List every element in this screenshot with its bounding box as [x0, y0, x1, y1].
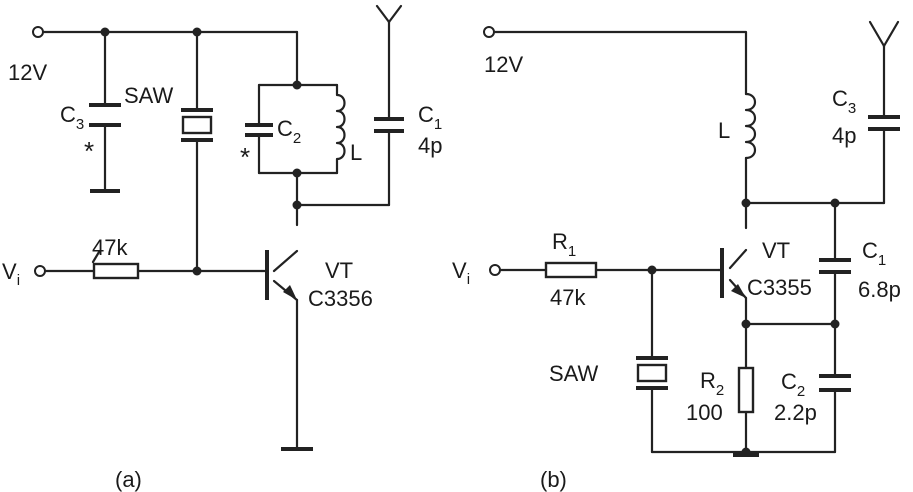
capacitor-c1-a: [374, 117, 404, 133]
caption-a: (a): [115, 467, 142, 492]
transistor-vt-a: [260, 250, 297, 300]
junction-dot: [192, 27, 202, 37]
r1-ref-b: R1: [552, 229, 576, 260]
input-terminal-b: [489, 264, 501, 276]
caption-b: (b): [540, 467, 567, 492]
l-label-b: L: [718, 118, 730, 143]
supply-terminal-b: [483, 26, 495, 38]
vt-label-a: VT: [325, 258, 353, 283]
capacitor-c1-b: [819, 258, 851, 274]
circuit-b: 12V L C3 4p R1 47k Vi VT C3355 C1 6.8p S…: [452, 20, 901, 492]
vi-label-b: Vi: [452, 258, 470, 288]
input-terminal-a: [34, 265, 46, 277]
c1-ref-b: C1: [862, 238, 886, 269]
r-label-a: 47k: [92, 235, 128, 260]
c3-ref-b: C3: [832, 86, 856, 117]
transistor-vt-b: [717, 248, 746, 298]
vi-label-a: Vi: [2, 259, 20, 289]
junction-dot: [830, 319, 840, 329]
resistor-r1-b: [544, 261, 598, 279]
junction-dot: [741, 319, 751, 329]
saw-label-b: SAW: [549, 361, 599, 386]
l-label-a: L: [350, 140, 362, 165]
junction-dot: [647, 265, 657, 275]
resistor-47k-a: [92, 262, 140, 280]
junction-dot: [830, 198, 840, 208]
junction-dot: [192, 266, 202, 276]
resistor-tick: [91, 250, 101, 264]
supply-label-a: 12V: [8, 60, 47, 85]
circuit-a: 12V C3 * SAW C2 * L C1 4p Vi 47k VT C335…: [2, 4, 442, 492]
resistor-r2-b: [737, 366, 755, 414]
c2-ref-a: C2: [277, 116, 301, 147]
c3-mark-a: *: [84, 136, 94, 166]
c1-ref-a: C1: [418, 102, 442, 133]
c3-value-b: 4p: [832, 123, 856, 148]
vt-part-a: C3356: [308, 286, 373, 311]
saw-resonator-b: [636, 356, 668, 390]
circuit-a-wires: [40, 4, 403, 451]
capacitor-c3-b: [868, 115, 900, 131]
junction-dot: [292, 80, 302, 90]
c2-value-b: 2.2p: [774, 400, 817, 425]
inductor-l-a: [335, 83, 346, 175]
c2-ref-b: C2: [781, 369, 805, 400]
c1-value-b: 6.8p: [858, 277, 901, 302]
supply-terminal-a: [32, 26, 44, 38]
saw-label-a: SAW: [124, 83, 174, 108]
capacitor-c3-a: [89, 103, 121, 127]
c3-ref-a: C3: [60, 102, 84, 133]
r2-value-b: 100: [686, 400, 723, 425]
r1-value-b: 47k: [550, 285, 586, 310]
vt-part-b: C3355: [747, 275, 812, 300]
c1-value-a: 4p: [418, 133, 442, 158]
junction-dot: [100, 27, 110, 37]
capacitor-c2-b: [819, 374, 851, 392]
capacitor-c2-a: [245, 123, 273, 137]
saw-resonator-a: [181, 108, 213, 142]
c2-mark-a: *: [240, 142, 250, 172]
vt-label-b: VT: [762, 238, 790, 263]
supply-label-b: 12V: [484, 52, 523, 77]
junction-dot: [741, 198, 751, 208]
r2-ref-b: R2: [700, 368, 724, 399]
junction-dot: [292, 168, 302, 178]
junction-dot: [292, 200, 302, 210]
